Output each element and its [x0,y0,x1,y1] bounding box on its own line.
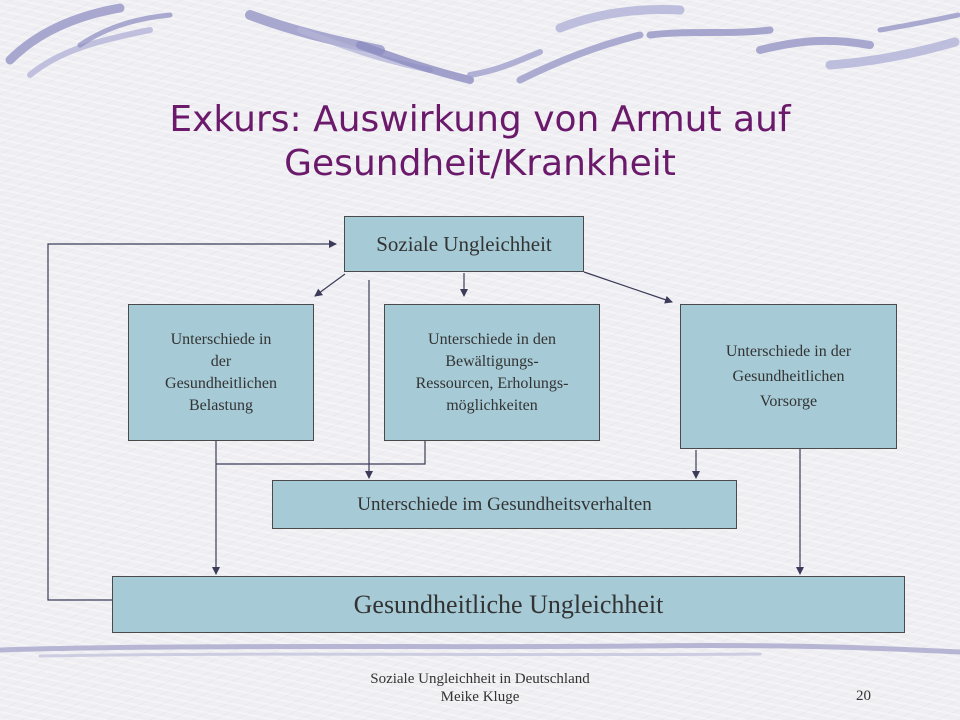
connector-ressourcen-verhalten [216,441,426,465]
box-label-line: Unterschiede in [170,330,272,348]
box-gesundheitliche-belastung: Unterschiede in der Gesundheitlichen Bel… [128,304,314,441]
box-label-line: Unterschiede in der [725,343,852,360]
footer-line-1: Soziale Ungleichheit in Deutschland [370,671,590,687]
box-label: Unterschiede im Gesundheitsverhalten [357,493,652,515]
box-label-line: Bewältigungs- [445,352,539,370]
footer-line-2: Meike Kluge [440,689,520,705]
page-number: 20 [856,688,871,704]
box-gesundheitliche-ungleichheit: Gesundheitliche Ungleichheit [112,576,905,633]
box-label-line: möglichkeiten [446,396,538,414]
feedback-loop-arrow [47,240,337,601]
box-bewaeltigungs-ressourcen: Unterschiede in den Bewältigungs- Ressou… [384,304,600,441]
arrow-to-belastung [314,273,346,297]
arrow-to-vorsorge [583,271,673,304]
box-gesundheitliche-vorsorge: Unterschiede in der Gesundheitlichen Vor… [680,304,897,449]
title-line-1: Exkurs: Auswirkung von Armut auf [169,99,791,140]
box-label-line: Belastung [189,396,253,414]
box-label-line: Vorsorge [759,393,818,410]
box-soziale-ungleichheit: Soziale Ungleichheit [344,216,584,272]
title-line-2: Gesundheit/Krankheit [284,143,676,184]
box-label-line: der [210,352,232,370]
box-gesundheitsverhalten: Unterschiede im Gesundheitsverhalten [272,480,737,529]
box-label-line: Gesundheitlichen [165,374,277,392]
box-label-line: Gesundheitlichen [732,368,845,385]
slide-title: Exkurs: Auswirkung von Armut auf Gesundh… [100,98,860,186]
box-label-line: Unterschiede in den [428,330,556,348]
box-label-line: Ressourcen, Erholungs- [415,374,569,392]
box-label: Gesundheitliche Ungleichheit [353,589,664,619]
slide-footer: Soziale Ungleichheit in Deutschland Meik… [280,670,680,706]
box-label: Soziale Ungleichheit [376,231,552,256]
